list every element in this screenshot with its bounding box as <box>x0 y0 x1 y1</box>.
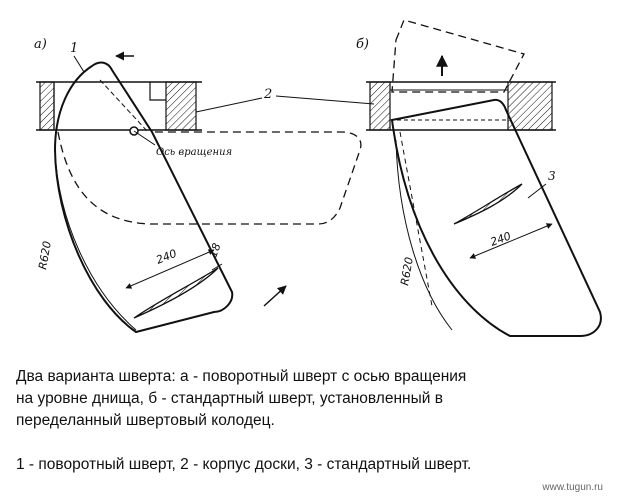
dim-b-radius: R620 <box>398 256 416 286</box>
variant-b: б) 3 R620 240 <box>356 19 602 337</box>
caption-line-3: переделанный швертовый колодец. <box>16 412 275 429</box>
raised-board-outline <box>391 19 525 93</box>
watermark: www.tugun.ru <box>542 482 603 493</box>
dim-line-a-thickness <box>211 263 223 271</box>
label-2-group: 2 <box>195 87 375 113</box>
label-a-1: 1 <box>70 41 78 56</box>
caption-line-2: на уровне днища, б - стандартный шверт, … <box>16 390 443 407</box>
dim-a-width: 240 <box>154 247 178 267</box>
label-b-3: 3 <box>548 169 556 183</box>
dim-b-width: 240 <box>489 229 513 248</box>
leader-2-a <box>195 97 263 113</box>
dim-line-a-width <box>125 249 215 289</box>
standard-centerboard <box>390 98 602 337</box>
dim-a-thickness: 18 <box>207 241 224 259</box>
caption-description: Два варианта шверта: а - поворотный швер… <box>16 366 466 432</box>
radius-arc-a <box>54 149 137 331</box>
board-edge-a <box>99 79 149 133</box>
leader-2-b <box>275 95 375 105</box>
radius-arc-b <box>395 139 453 331</box>
centerboard-diagram: а) 1 Ось вращения R620 240 <box>34 19 602 337</box>
label-2: 2 <box>263 87 272 102</box>
leader-a-1 <box>73 55 85 73</box>
variant-a: а) 1 Ось вращения R620 240 <box>34 37 362 334</box>
board-edge-b <box>399 131 433 307</box>
dim-line-b-width <box>469 223 553 259</box>
label-b: б) <box>356 37 369 52</box>
caption-line-1: Два варианта шверта: а - поворотный швер… <box>16 368 467 385</box>
hull-board-a <box>36 81 202 131</box>
axis-leader <box>133 130 156 146</box>
foil-section-b <box>453 183 523 225</box>
rotating-centerboard <box>53 61 234 334</box>
dim-a-radius: R620 <box>36 240 54 270</box>
label-a: а) <box>34 37 47 52</box>
leader-b-3 <box>527 183 547 199</box>
hull-board-b <box>366 81 556 131</box>
foil-section-a <box>133 267 219 319</box>
rotate-arrow-bottom-icon <box>263 285 287 307</box>
raised-position-outline <box>57 131 362 225</box>
axis-label: Ось вращения <box>156 147 232 158</box>
caption-legend: 1 - поворотный шверт, 2 - корпус доски, … <box>16 456 472 473</box>
